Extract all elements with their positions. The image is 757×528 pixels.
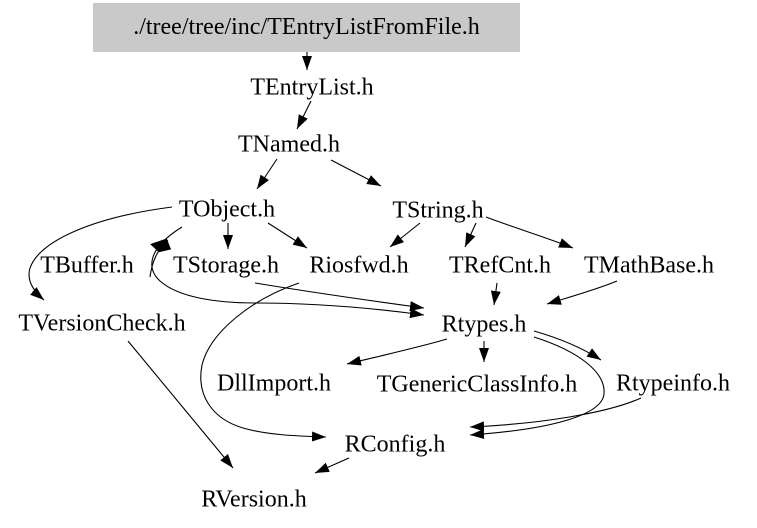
node-rconfig[interactable]: RConfig.h [344, 431, 446, 458]
edge-tstring-to-trefcnt [464, 222, 477, 248]
edge-rtypes-to-dllimport [346, 338, 448, 366]
node-tbuffer[interactable]: TBuffer.h [40, 252, 134, 279]
edge-tstring-to-tmathbase [485, 216, 574, 249]
node-dllimport[interactable]: DllImport.h [217, 370, 331, 397]
node-tversioncheck[interactable]: TVersionCheck.h [18, 310, 186, 337]
edge-tobject-to-tversioncheck [28, 206, 173, 301]
edge-rtypes-to-rtypeinfo [533, 330, 602, 361]
edge-tversioncheck-to-rversion [127, 340, 234, 469]
node-tentrylist[interactable]: TEntryList.h [250, 74, 374, 101]
edge-tentrylist-to-tnamed [296, 100, 312, 130]
edge-tnamed-to-tstring [330, 159, 382, 187]
edge-tobject-to-rtypes [151, 226, 425, 319]
edge-tstring-to-riosfwd [389, 222, 421, 248]
edge-tstorage-to-rtypes [254, 282, 425, 312]
node-tgenericclassinfo[interactable]: TGenericClassInfo.h [376, 371, 578, 398]
node-tstring[interactable]: TString.h [392, 197, 484, 224]
node-tentrylistfromfile: ./tree/tree/inc/TEntryListFromFile.h [93, 3, 520, 52]
edge-tbuffer-to-tobject [149, 238, 172, 278]
node-riosfwd[interactable]: Riosfwd.h [309, 252, 409, 279]
edge-rtypes-to-rconfig [469, 336, 605, 440]
node-tstorage[interactable]: TStorage.h [173, 252, 279, 279]
node-tobject[interactable]: TObject.h [178, 196, 276, 223]
node-rtypeinfo[interactable]: Rtypeinfo.h [616, 370, 730, 397]
node-trefcnt[interactable]: TRefCnt.h [449, 252, 551, 279]
edge-tnamed-to-tobject [256, 158, 278, 190]
edge-rconfig-to-rversion [314, 457, 350, 474]
edge-trefcnt-to-rtypes [490, 282, 501, 306]
node-tnamed[interactable]: TNamed.h [238, 131, 340, 158]
edge-riosfwd-to-rconfig [200, 282, 327, 442]
edge-rtypeinfo-to-rconfig [469, 397, 642, 432]
node-rtypes[interactable]: Rtypes.h [441, 311, 527, 338]
node-rversion[interactable]: RVersion.h [201, 486, 307, 513]
edge-tobject-to-riosfwd [267, 222, 308, 249]
node-tmathbase[interactable]: TMathBase.h [584, 252, 714, 279]
edge-tmathbase-to-rtypes [546, 280, 618, 305]
